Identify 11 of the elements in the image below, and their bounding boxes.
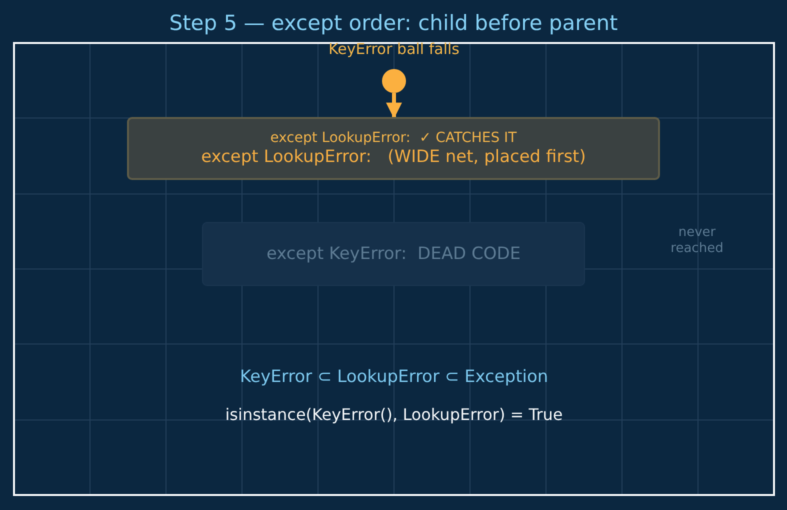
clause-text: except LookupError: ✓ CATCHES IT: [270, 130, 517, 146]
except-clause-box: [202, 222, 585, 286]
diagram-title: Step 5 — except order: child before parent: [169, 10, 618, 37]
code-note: isinstance(KeyError(), LookupError) = True: [225, 404, 563, 425]
side-note: never reached: [670, 225, 724, 257]
arrow: [386, 93, 402, 119]
except-clause-box: [127, 117, 660, 180]
clause-text: except LookupError: (WIDE net, placed first): [201, 146, 586, 168]
hierarchy-note: KeyError ⊂ LookupError ⊂ Exception: [240, 366, 548, 388]
clause-text: except KeyError: DEAD CODE: [266, 244, 521, 264]
ball-caption: KeyError ball falls: [328, 39, 460, 59]
